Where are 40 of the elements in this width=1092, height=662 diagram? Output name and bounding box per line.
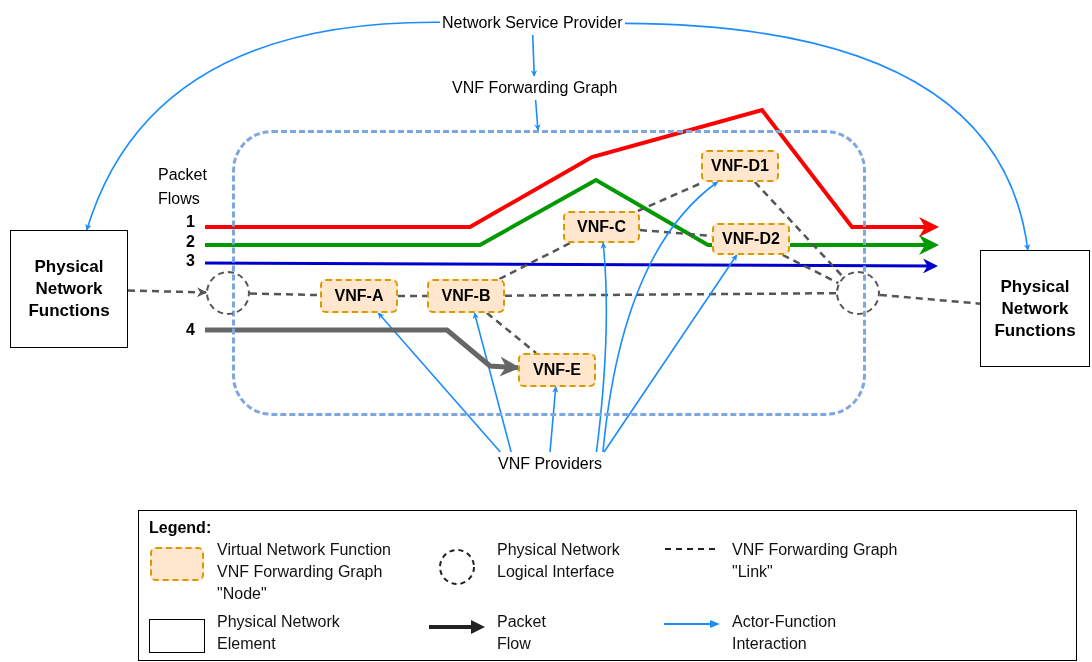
arrow	[85, 21, 441, 231]
vnf-node: VNF-D1	[701, 150, 779, 182]
flow-number: 1	[186, 212, 195, 232]
arrow	[602, 181, 719, 453]
dashed-link	[127, 287, 207, 298]
legend-text: Packet Flow	[497, 612, 547, 654]
vnf-node: VNF-E	[518, 353, 596, 387]
arrow	[595, 242, 608, 453]
arrow	[534, 99, 541, 131]
network-element-box: Physical Network Functions	[980, 250, 1090, 367]
legend-text: Actor-Function Interaction	[732, 612, 838, 654]
packet-flow-arrow	[205, 327, 520, 377]
arrow	[623, 22, 1030, 251]
flows-heading: Packet Flows	[158, 165, 208, 209]
dashed-link	[498, 241, 571, 281]
arrow	[530, 34, 538, 77]
arrow	[377, 312, 502, 453]
vnf-node: VNF-B	[427, 279, 505, 313]
flow-number: 4	[186, 320, 195, 340]
network-element-box: Physical Network Functions	[10, 230, 128, 348]
legend-heading: Legend:	[149, 518, 212, 538]
dashed-link	[486, 312, 537, 354]
flow-number: 3	[186, 251, 195, 271]
arrow	[603, 254, 738, 453]
arrow	[472, 312, 512, 453]
arrow	[549, 386, 559, 453]
legend-text: Physical Network Logical Interface	[497, 540, 621, 582]
legend-text: Physical Network Element	[217, 612, 341, 654]
dashed-link	[398, 294, 427, 298]
vnf-node: VNF-D2	[712, 223, 790, 255]
vnf-node: VNF-A	[320, 279, 398, 313]
dashed-link	[505, 291, 836, 297]
dashed-link	[879, 293, 981, 305]
flow-number: 2	[186, 232, 195, 252]
legend-text: Virtual Network Function VNF Forwarding Graph "Node"	[217, 540, 392, 604]
forwarding-graph-region	[232, 130, 866, 416]
vnf-node: VNF-C	[563, 211, 640, 243]
legend-text: VNF Forwarding Graph "Link"	[732, 540, 899, 582]
dashed-link	[782, 253, 839, 285]
dashed-link	[753, 181, 844, 278]
